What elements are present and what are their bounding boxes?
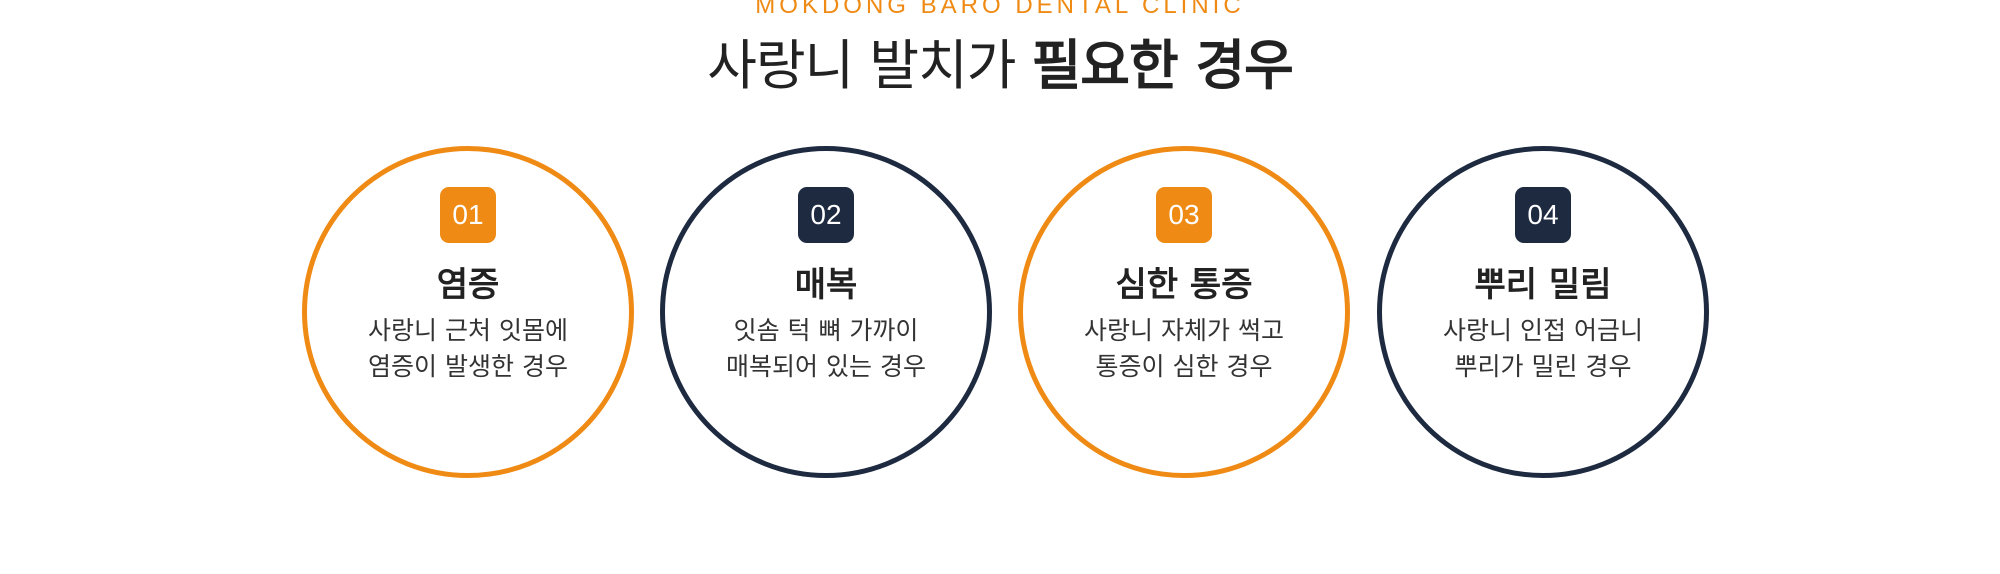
case-title: 염증 bbox=[436, 265, 500, 305]
case-card-3: 03 심한 통증 사랑니 자체가 썩고 통증이 심한 경우 bbox=[1018, 146, 1350, 478]
case-description-line: 통증이 심한 경우 bbox=[1095, 352, 1273, 381]
case-description-line: 사랑니 자체가 썩고 bbox=[1084, 316, 1284, 345]
case-description-line: 뿌리가 밀린 경우 bbox=[1454, 352, 1632, 381]
case-card-1: 01 염증 사랑니 근처 잇몸에 염증이 발생한 경우 bbox=[302, 146, 634, 478]
case-description-line: 매복되어 있는 경우 bbox=[726, 352, 926, 381]
case-card-4: 04 뿌리 밀림 사랑니 인접 어금니 뿌리가 밀린 경우 bbox=[1377, 146, 1709, 478]
page-title: 사랑니 발치가 필요한 경우 bbox=[0, 28, 2000, 104]
case-title: 매복 bbox=[794, 265, 858, 305]
case-number-badge: 04 bbox=[1515, 187, 1571, 243]
case-description-line: 사랑니 근처 잇몸에 bbox=[368, 316, 568, 345]
case-description-line: 염증이 발생한 경우 bbox=[368, 352, 568, 381]
case-description: 사랑니 인접 어금니 뿌리가 밀린 경우 bbox=[1382, 313, 1704, 385]
case-description: 사랑니 자체가 썩고 통증이 심한 경우 bbox=[1023, 313, 1345, 385]
case-description: 사랑니 근처 잇몸에 염증이 발생한 경우 bbox=[307, 313, 629, 385]
case-number-badge: 01 bbox=[440, 187, 496, 243]
case-number-badge: 02 bbox=[798, 187, 854, 243]
case-title: 뿌리 밀림 bbox=[1474, 265, 1612, 305]
case-card-2: 02 매복 잇솜 턱 뼈 가까이 매복되어 있는 경우 bbox=[660, 146, 992, 478]
case-description-line: 잇솜 턱 뼈 가까이 bbox=[733, 316, 919, 345]
case-description-line: 사랑니 인접 어금니 bbox=[1443, 316, 1643, 345]
clinic-eyebrow: MOKDONG BARO DENTAL CLINIC bbox=[755, 0, 1245, 19]
case-number-badge: 03 bbox=[1156, 187, 1212, 243]
page-title-light: 사랑니 발치가 bbox=[707, 34, 1032, 97]
case-description: 잇솜 턱 뼈 가까이 매복되어 있는 경우 bbox=[665, 313, 987, 385]
page-title-bold: 필요한 경우 bbox=[1031, 34, 1294, 97]
case-title: 심한 통증 bbox=[1115, 265, 1253, 305]
